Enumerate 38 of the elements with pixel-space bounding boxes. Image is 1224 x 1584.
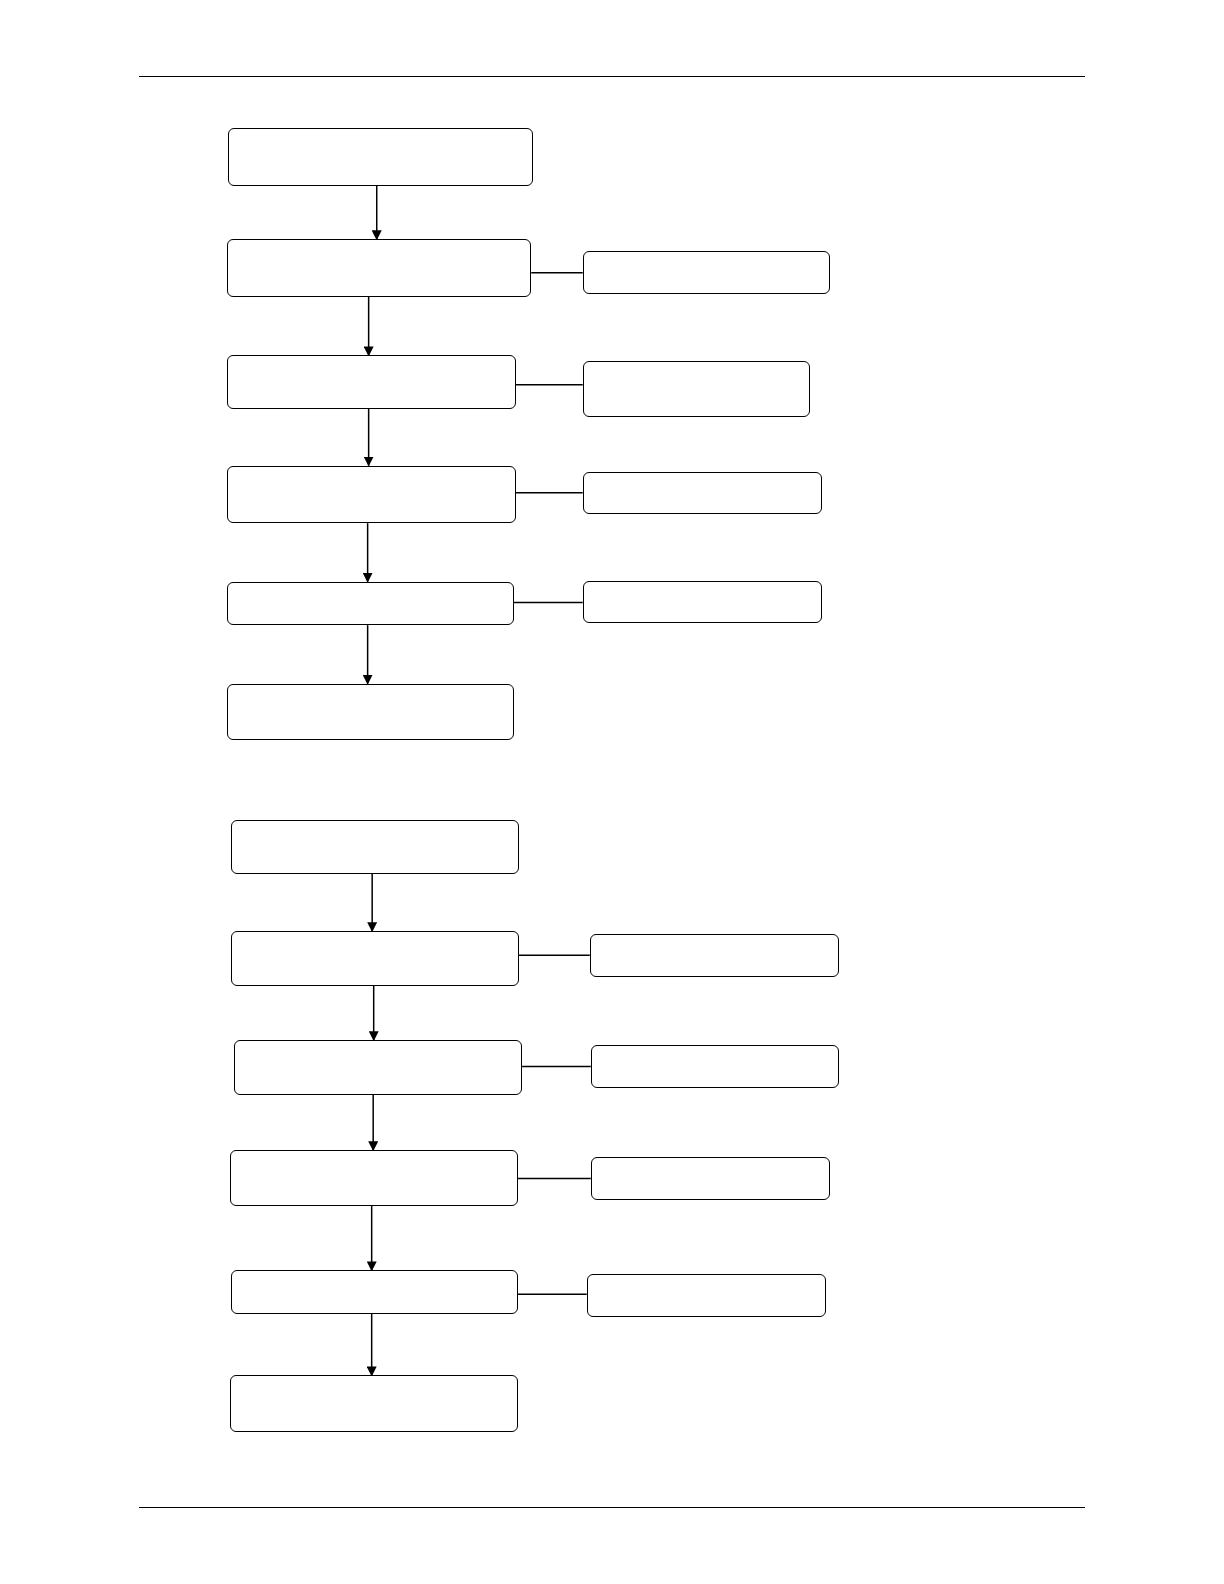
process-box (227, 355, 517, 409)
connector-line (521, 1065, 592, 1068)
arrow (366, 1313, 377, 1377)
arrow (368, 1094, 379, 1152)
process-box (227, 683, 514, 741)
arrow (362, 624, 373, 685)
process-box (582, 360, 810, 418)
process-box (231, 1270, 519, 1314)
process-box (228, 128, 534, 186)
process-box (582, 580, 823, 624)
connector-line (518, 954, 591, 957)
arrow (363, 408, 374, 467)
arrow (363, 296, 374, 357)
connector-line (515, 384, 584, 386)
process-box (582, 471, 823, 514)
connector-line (517, 1293, 588, 1295)
arrow (368, 984, 379, 1042)
process-box (586, 1274, 827, 1317)
arrow (371, 185, 382, 241)
connector-line (515, 492, 584, 494)
process-box (234, 1040, 523, 1095)
connector-line (517, 1177, 592, 1180)
process-box (231, 931, 520, 986)
arrow (362, 522, 373, 583)
connector-line (530, 271, 584, 274)
process-box (231, 820, 520, 874)
arrow (366, 1205, 377, 1272)
process-box (582, 251, 831, 294)
process-box (227, 239, 532, 297)
process-box (589, 934, 840, 977)
process-box (227, 465, 517, 524)
process-box (227, 581, 514, 626)
connector-line (513, 601, 584, 604)
process-box (590, 1045, 840, 1088)
process-box (590, 1157, 831, 1200)
arrow (367, 872, 378, 933)
process-box (230, 1375, 519, 1433)
process-box (230, 1150, 519, 1206)
